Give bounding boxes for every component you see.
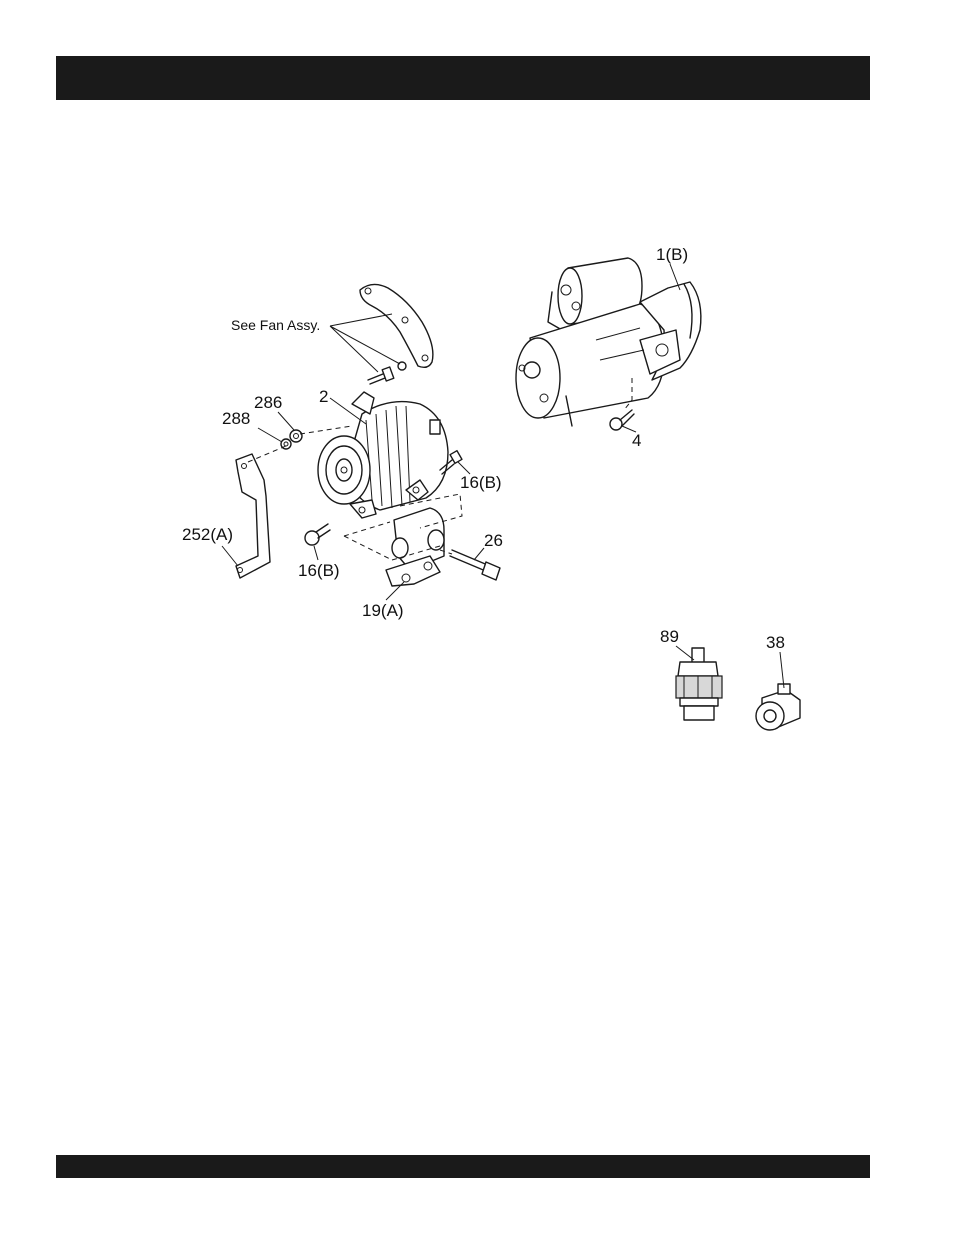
- bracket-19a-label: 19(A): [362, 601, 404, 620]
- bolt-26: [450, 550, 500, 580]
- alternator: [318, 392, 448, 518]
- bolt-4-label: 4: [632, 431, 641, 450]
- fan-adjust-plate: [360, 284, 433, 367]
- bolt-16b-right-label: 16(B): [460, 473, 502, 492]
- nut-286-label: 286: [254, 393, 282, 412]
- bolt-16b-left-label: 16(B): [298, 561, 340, 580]
- bracket-252a-label: 252(A): [182, 525, 233, 544]
- sender-89-label: 89: [660, 627, 679, 646]
- sender-89: [676, 648, 722, 720]
- bolt-16b-left: [305, 524, 330, 545]
- clip-38-label: 38: [766, 633, 785, 652]
- starter-motor: [516, 258, 701, 426]
- bracket-252a: [236, 454, 270, 578]
- starter-label: 1(B): [656, 245, 688, 264]
- clip-38: [756, 684, 800, 730]
- starter-bolt: [610, 410, 634, 430]
- nut-286: [290, 430, 302, 442]
- washer-288-label: 288: [222, 409, 250, 428]
- alternator-label: 2: [319, 387, 328, 406]
- fan-bolt: [368, 362, 406, 384]
- fan-note-label: See Fan Assy.: [231, 317, 320, 333]
- bolt-26-label: 26: [484, 531, 503, 550]
